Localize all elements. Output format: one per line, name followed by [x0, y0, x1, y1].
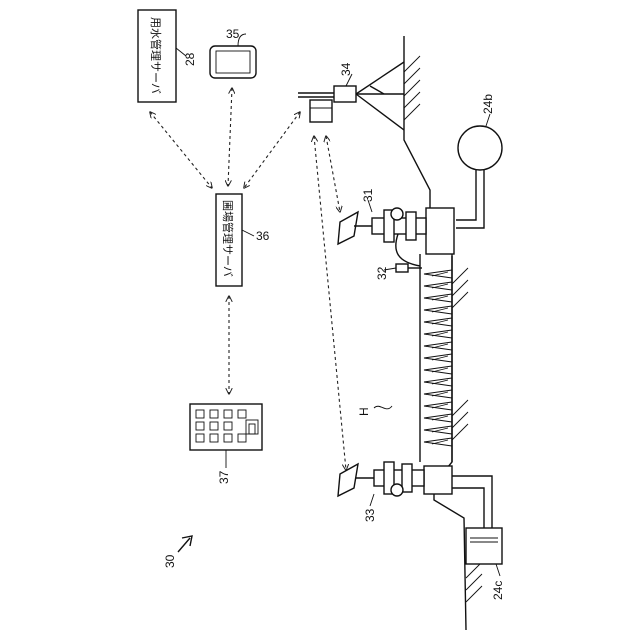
water-server-label: 用水管理サーバ — [149, 17, 163, 94]
ref-label-h: H — [357, 407, 371, 416]
ref-label-37: 37 — [217, 470, 231, 484]
crop-plant — [424, 342, 452, 350]
ref-label-24b: 24b — [481, 94, 495, 114]
paddy-field-h — [420, 254, 452, 462]
crop-plant — [424, 378, 452, 386]
crop-plant — [424, 354, 452, 362]
field-management-server: 圃場管理サーバ — [216, 194, 242, 286]
leader-24b — [486, 114, 490, 126]
crop-plant — [424, 330, 452, 338]
drain-24c — [452, 476, 502, 564]
crop-plant — [424, 426, 452, 434]
crop-plant — [424, 318, 452, 326]
crop-plant — [424, 402, 452, 410]
leader-h — [374, 406, 392, 409]
ref-label-32: 32 — [375, 266, 389, 280]
ref-label-30: 30 — [163, 554, 177, 568]
inlet-valve-31 — [338, 208, 454, 266]
water-management-server: 用水管理サーバ — [138, 10, 176, 102]
ref-label-24c: 24c — [491, 581, 505, 600]
ref-label-28: 28 — [183, 52, 197, 66]
building-icon — [190, 404, 262, 450]
crop-plant — [424, 390, 452, 398]
outlet-valve-33 — [338, 462, 452, 496]
crop-plant — [424, 294, 452, 302]
tablet-terminal-icon — [210, 46, 256, 78]
crop-plant — [424, 270, 452, 278]
leader-24c — [496, 564, 500, 576]
ref-label-34: 34 — [339, 62, 353, 76]
crop-plant — [424, 306, 452, 314]
ref-label-36: 36 — [256, 229, 270, 243]
ref-label-31: 31 — [361, 188, 375, 202]
leader-36 — [242, 230, 254, 236]
ref-label-33: 33 — [363, 508, 377, 522]
ref-label-35: 35 — [226, 27, 240, 41]
supply-tank-24b — [456, 126, 502, 228]
system-arrow-icon — [178, 536, 192, 552]
crop-plant — [424, 414, 452, 422]
leader-33 — [370, 494, 374, 506]
field-server-label: 圃場管理サーバ — [221, 200, 235, 277]
crop-plant — [424, 438, 452, 446]
crop-plant — [424, 282, 452, 290]
crop-plant — [424, 366, 452, 374]
